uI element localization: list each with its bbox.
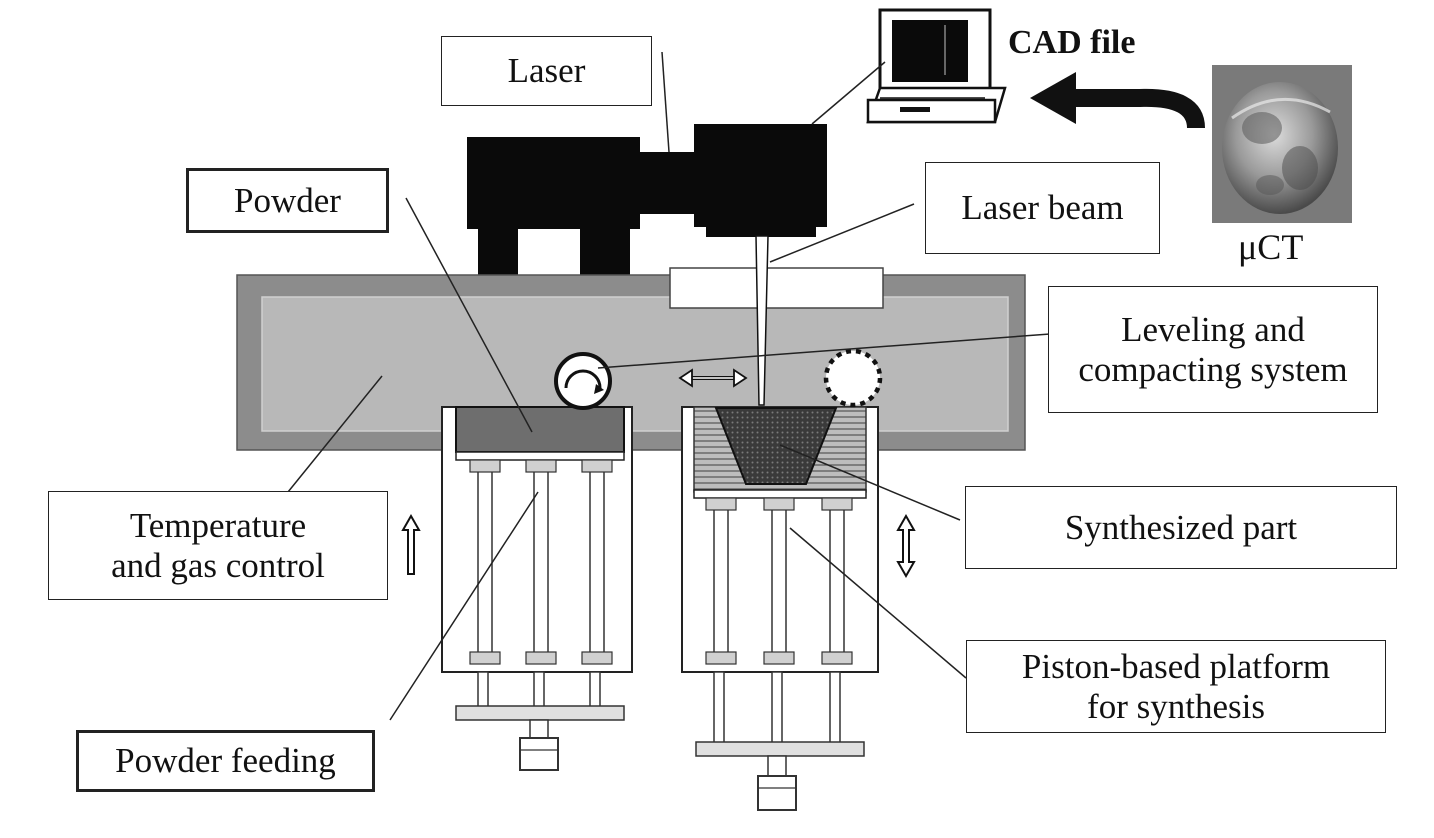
laser-beam <box>755 235 769 406</box>
cad-file-label: CAD file <box>1008 24 1136 61</box>
roller-icon <box>554 348 883 410</box>
powder-feed-cylinder <box>441 406 633 771</box>
up-down-arrow-icon <box>896 513 916 579</box>
laser-unit <box>467 124 827 275</box>
leveling-label: Leveling and compacting system <box>1048 286 1378 413</box>
process-arrow-icon <box>1030 72 1205 129</box>
piston-platform-label: Piston-based platform for synthesis <box>966 640 1386 733</box>
powder-feeding-label: Powder feeding <box>76 730 375 792</box>
micro-ct-scan-icon <box>1212 65 1352 223</box>
laser-beam-label: Laser beam <box>925 162 1160 254</box>
roller-travel-arrow-icon <box>678 368 748 388</box>
computer-icon <box>866 8 1007 124</box>
synthesized-part-label: Synthesized part <box>965 486 1397 569</box>
leader-lines <box>287 51 1051 721</box>
build-cylinder <box>681 406 879 811</box>
powder-label: Powder <box>186 168 389 233</box>
up-arrow-icon <box>401 513 421 575</box>
laser-label: Laser <box>441 36 652 106</box>
temperature-label: Temperature and gas control <box>48 491 388 600</box>
uct-label: μCT <box>1238 227 1304 267</box>
